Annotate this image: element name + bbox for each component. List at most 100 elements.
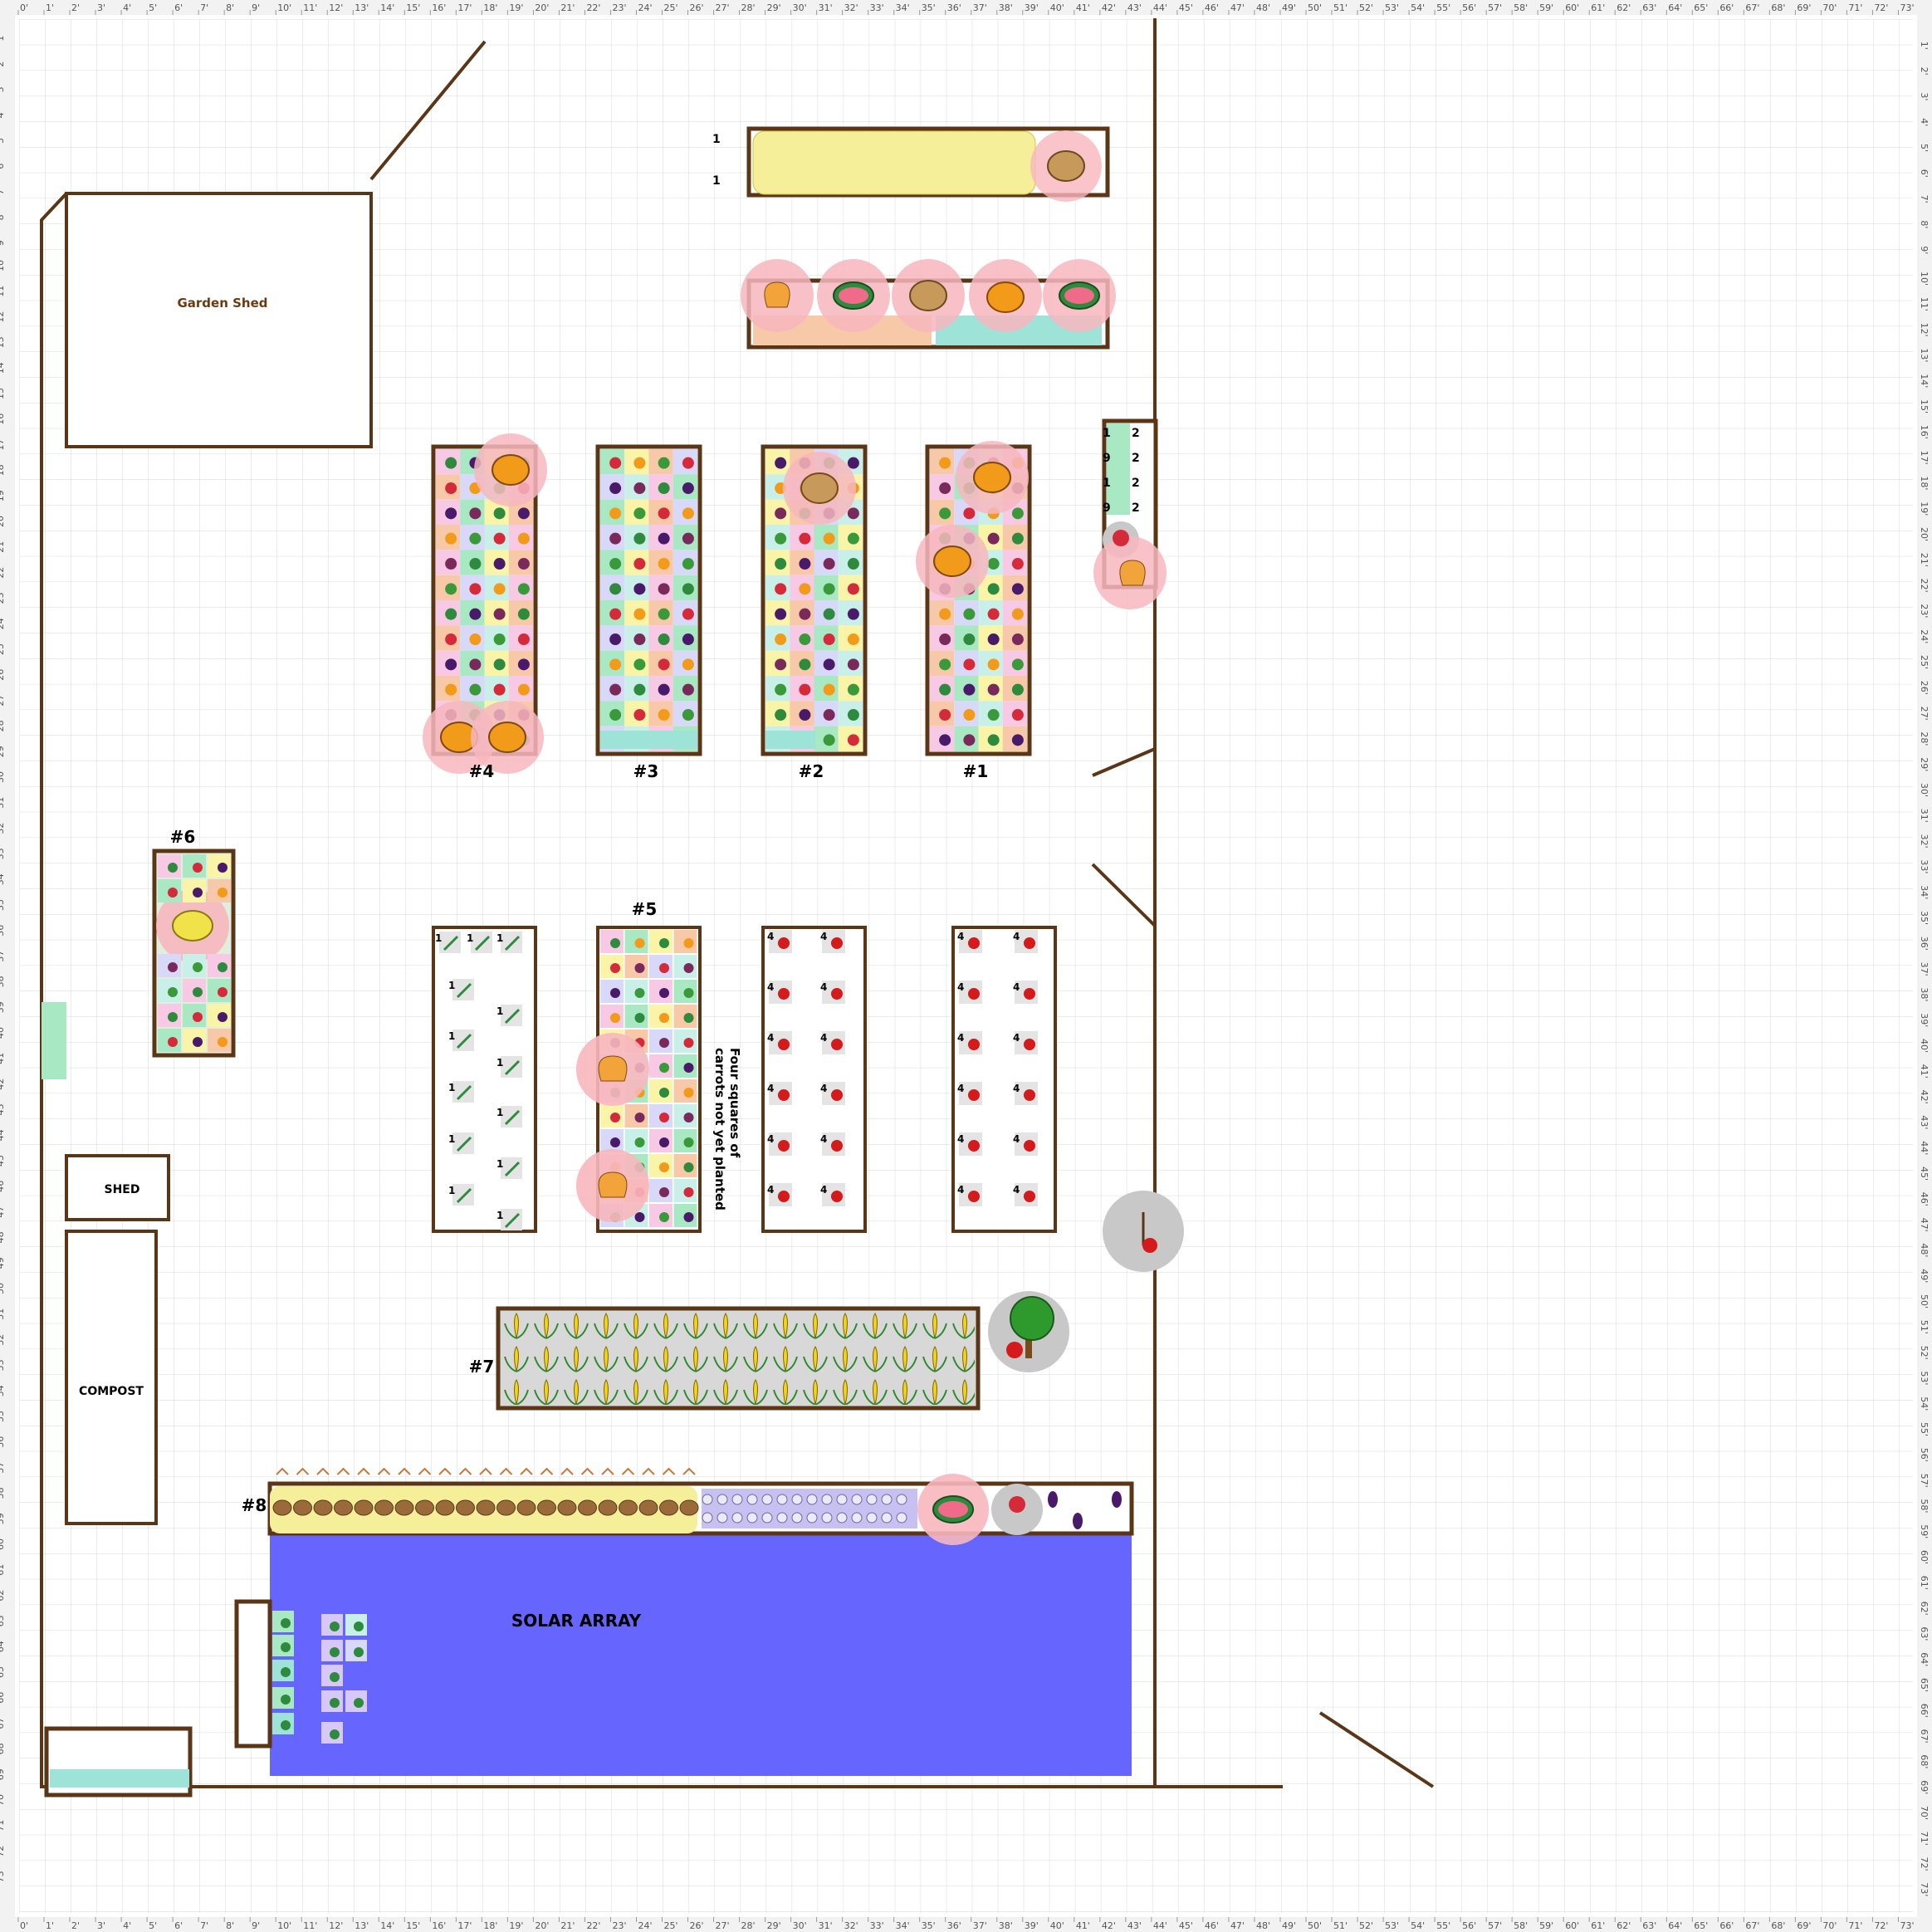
plant-icon — [445, 558, 457, 570]
ruler-tick-label: 27' — [716, 1920, 730, 1931]
shed-label: SHED — [105, 1183, 140, 1196]
carrot-icon — [418, 1467, 432, 1475]
plant-icon — [683, 1187, 694, 1197]
ruler-tick-label: 37' — [973, 2, 987, 13]
plant-icon — [659, 1113, 669, 1123]
solar-array[interactable] — [270, 1535, 1132, 1776]
bottom-left-bed[interactable] — [44, 1726, 193, 1797]
ruler-tick-label: 2' — [1919, 67, 1930, 76]
potato-icon — [679, 1499, 699, 1516]
garlic-icon — [746, 1494, 758, 1505]
ruler-tick-label: 68' — [0, 1740, 6, 1754]
ruler-tick-label: 53' — [0, 1357, 6, 1371]
bed-6[interactable] — [152, 849, 236, 1058]
ruler-tick-label: 66' — [0, 1690, 6, 1704]
plant-icon — [682, 457, 694, 469]
square-count: 1 — [496, 1107, 503, 1118]
tomato-icon — [1024, 937, 1035, 949]
plant-icon — [330, 1647, 340, 1657]
ruler-tick-label: 10' — [277, 1920, 291, 1931]
ruler-tick-label: 15' — [406, 1920, 420, 1931]
ruler-tick-label: 6' — [1919, 169, 1930, 178]
leek-strip — [42, 1002, 66, 1079]
planting-bed[interactable] — [595, 444, 702, 756]
plant-icon — [168, 1012, 178, 1022]
plant-icon — [847, 734, 859, 746]
top-squash-bed[interactable] — [741, 259, 1116, 350]
leek-icon — [504, 1109, 521, 1126]
ruler-tick-label: 62' — [1617, 1920, 1631, 1931]
plant-icon — [1011, 709, 1024, 721]
carrot-icon — [560, 1467, 574, 1475]
ruler-tick-label: 62' — [1617, 2, 1631, 13]
ruler-tick-label: 3' — [97, 1920, 105, 1931]
squash-icon — [488, 721, 526, 753]
ruler-tick-label: 56' — [1462, 1920, 1476, 1931]
plant-icon — [609, 507, 622, 520]
plant-icon — [775, 658, 787, 671]
plant-icon — [281, 1618, 291, 1628]
plant-icon — [633, 532, 646, 545]
plant-icon — [634, 1113, 645, 1123]
plant-icon — [517, 633, 530, 646]
square-count: 4 — [1013, 981, 1020, 993]
ruler-tick-label: 31' — [0, 795, 6, 809]
plant-icon — [354, 1621, 364, 1631]
ruler-tick-label: 50' — [1308, 2, 1322, 13]
carrot-icon — [398, 1467, 411, 1475]
carrot-icon — [336, 1467, 350, 1475]
tomato-icon — [968, 1089, 980, 1101]
ruler-tick-label: 41' — [1076, 2, 1090, 13]
ruler-tick-label: 64' — [1668, 1920, 1682, 1931]
ruler-tick-label: 22' — [586, 1920, 600, 1931]
ruler-tick-label: 47' — [1230, 1920, 1245, 1931]
plant-icon — [963, 633, 976, 646]
potato-icon — [354, 1499, 374, 1516]
bed-7[interactable] — [496, 1306, 981, 1411]
plant-icon — [445, 507, 457, 520]
plant-icon — [633, 457, 646, 469]
ruler-tick-label: 4' — [0, 110, 6, 118]
ruler-tick-label: 21' — [1919, 553, 1930, 567]
apple-tree-icon — [1142, 1212, 1157, 1253]
side-bed[interactable] — [234, 1599, 272, 1749]
ruler-tick-label: 73' — [1900, 2, 1914, 13]
plant-icon — [493, 558, 506, 570]
square-count: 4 — [957, 1083, 964, 1094]
ruler-tick-label: 35' — [922, 1920, 936, 1931]
ruler-tick-label: 10' — [277, 2, 291, 13]
ruler-tick-label: 69' — [1797, 1920, 1811, 1931]
bed-8[interactable] — [267, 1467, 1134, 1545]
plant-icon — [281, 1695, 291, 1705]
ruler-tick-label: 70' — [1822, 2, 1837, 13]
shed[interactable] — [65, 1154, 170, 1221]
plant-icon — [775, 683, 787, 696]
top-melon-bed[interactable]: 1 1 — [712, 126, 1110, 202]
ruler-tick-label: 50' — [1308, 1920, 1322, 1931]
ruler-tick-label: 45' — [0, 1152, 6, 1167]
garden-shed[interactable] — [65, 192, 373, 448]
ruler-tick-label: 43' — [0, 1101, 6, 1115]
ruler-tick-label: 37' — [973, 1920, 987, 1931]
ruler-tick-label: 30' — [0, 769, 6, 783]
ruler-tick-label: 19' — [509, 1920, 523, 1931]
garlic-icon — [731, 1494, 743, 1505]
carrot-icon — [621, 1467, 635, 1475]
carrot-icon — [316, 1467, 330, 1475]
garlic-icon — [821, 1494, 833, 1505]
ruler-tick-label: 32' — [844, 1920, 858, 1931]
compost[interactable] — [65, 1230, 158, 1525]
bed-5[interactable] — [576, 926, 702, 1233]
ruler-tick-label: 14' — [380, 1920, 394, 1931]
ruler-tick-label: 17' — [0, 437, 6, 451]
ruler-tick-label: 71' — [1919, 1832, 1930, 1846]
ruler-tick-label: 23' — [0, 589, 6, 604]
small-bed-right[interactable]: 1 2 9 2 1 2 9 2 — [1093, 418, 1167, 609]
tomato-icon — [831, 1191, 843, 1202]
ruler-tick-label: 68' — [1919, 1754, 1930, 1768]
plant-icon — [1011, 507, 1024, 520]
